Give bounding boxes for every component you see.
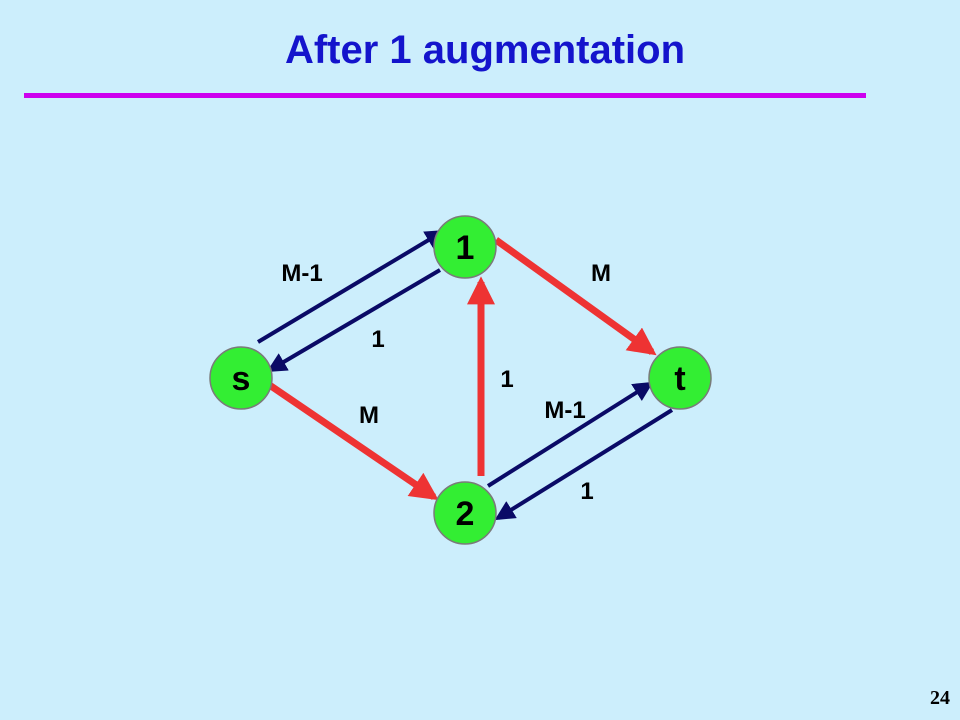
- node-1-label: 1: [456, 229, 475, 267]
- capacity-label-s-2: M: [359, 402, 379, 429]
- title-rule: [24, 93, 866, 98]
- capacity-label-2-t: M-1: [544, 397, 585, 424]
- node-t-label: t: [674, 360, 685, 398]
- node-2: 2: [433, 481, 497, 545]
- node-s-label: s: [232, 360, 251, 398]
- edge-1-s: [266, 268, 442, 373]
- node-1: 1: [433, 215, 497, 279]
- node-2-label: 2: [456, 495, 475, 533]
- node-s: s: [209, 346, 273, 410]
- node-t: t: [648, 346, 712, 410]
- edge-s-2: [266, 381, 439, 501]
- capacity-label-2-1: 1: [500, 366, 513, 393]
- slide-title: After 1 augmentation: [284, 28, 686, 72]
- capacity-label-1-s: 1: [371, 326, 384, 353]
- edge-t-2: [494, 408, 674, 521]
- edge-2-t: [486, 381, 654, 488]
- page-number: 24: [930, 687, 950, 709]
- capacity-label-1-t: M: [591, 260, 611, 287]
- capacity-label-s-1: M-1: [281, 260, 322, 287]
- capacity-label-t-2: 1: [580, 478, 593, 505]
- edge-s-1: [256, 229, 446, 344]
- edge-1-t: [493, 237, 657, 356]
